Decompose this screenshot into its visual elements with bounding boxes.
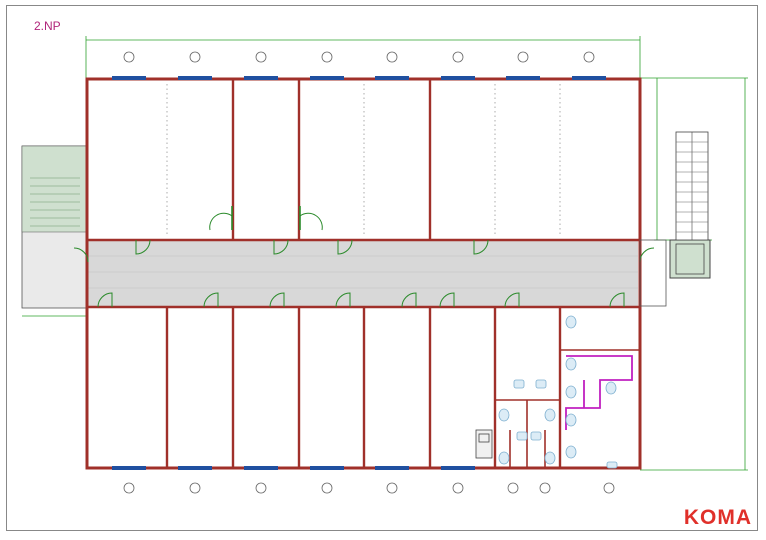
brand-logo: KOMA <box>683 506 752 529</box>
floor-label: 2.NP <box>34 19 61 33</box>
terrace <box>21 145 87 309</box>
washbasin-icons <box>513 379 618 469</box>
sheet-border <box>6 5 758 531</box>
door-swing-icons <box>73 212 655 308</box>
door-leafs <box>231 206 301 230</box>
toilet-icons <box>498 315 617 465</box>
interior-walls <box>87 79 640 468</box>
staircase-icon <box>669 131 711 279</box>
windows-top <box>112 76 606 80</box>
window-icons-bottom <box>123 482 615 494</box>
window-icons-top <box>123 51 595 63</box>
partition-walls <box>565 355 633 430</box>
module-joints <box>166 84 561 236</box>
corridor <box>88 240 638 306</box>
windows-bottom <box>112 466 475 470</box>
landing-outline <box>639 239 667 307</box>
kitchenette-icon <box>475 429 493 459</box>
corridor-grid <box>88 255 638 289</box>
